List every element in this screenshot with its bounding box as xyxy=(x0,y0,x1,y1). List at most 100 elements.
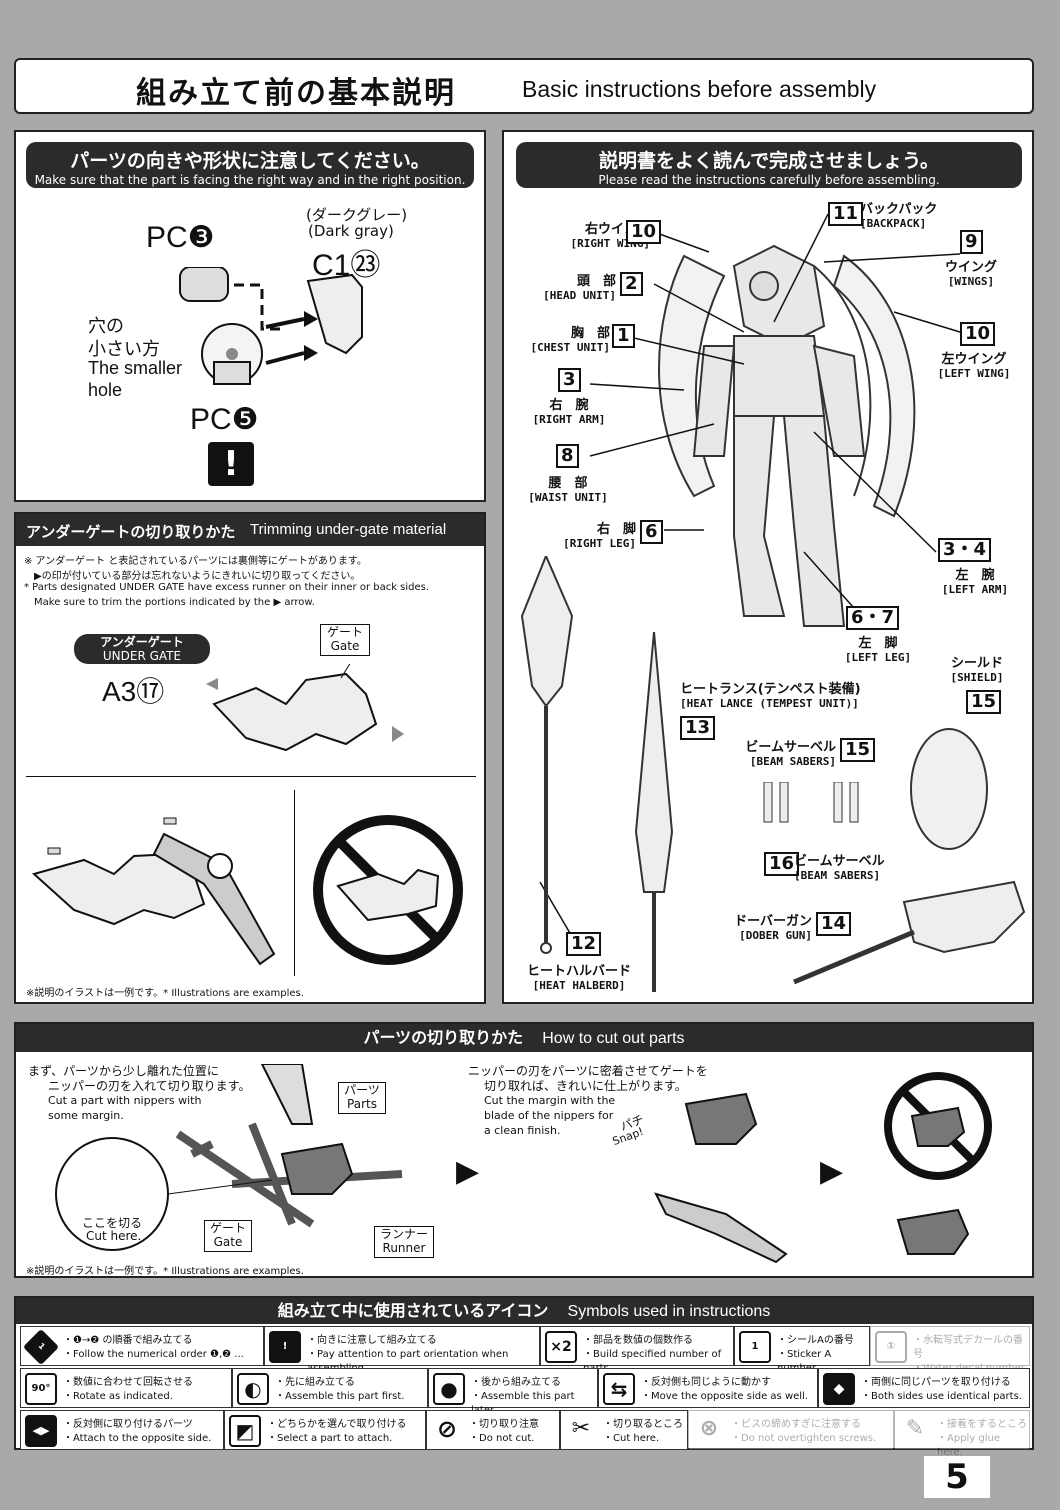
num-chest-unit: 1 xyxy=(612,324,635,348)
label-chest-unit: 胸 部 [CHEST UNIT] xyxy=(518,322,610,354)
symbol-attach-opposite: ◀▶ ・反対側に取り付けるパーツ・Attach to the opposite … xyxy=(20,1410,224,1450)
hole-jp-1: 穴の xyxy=(88,316,124,337)
label-heat-lance-jp: ヒートランス(テンペスト装備) xyxy=(680,682,861,697)
label-beam-sabers-16: ビームサーベル [BEAM SABERS] xyxy=(794,850,885,882)
label-right-leg: 右 脚 [RIGHT LEG] xyxy=(550,518,636,550)
symbol-numerical-order: 1 ・❶→❷ の順番で組み立てる・Follow the numerical or… xyxy=(20,1326,264,1366)
symbol-multiply-jp: ・部品を数値の個数作る xyxy=(583,1335,693,1346)
step2-en-3: a clean finish. xyxy=(484,1124,561,1137)
symbol-screws: ⊗ ・ビスの締めすぎに注意する・Do not overtighten screw… xyxy=(688,1410,894,1450)
orientation-title-en: Make sure that the part is facing the ri… xyxy=(34,173,466,187)
attach-opposite-icon: ◀▶ xyxy=(25,1415,57,1447)
a3-label: A3⑰ xyxy=(102,676,165,707)
label-left-arm-en: [LEFT ARM] xyxy=(941,583,1009,596)
num-backpack: 11 xyxy=(828,202,864,226)
symbol-select-part-jp: ・どちらかを選んで取り付ける xyxy=(267,1419,407,1430)
label-heat-lance-en: [HEAT LANCE (TEMPEST UNIT)] xyxy=(680,697,859,710)
label-left-leg-en: [LEFT LEG] xyxy=(844,651,912,664)
label-shield-jp: シールド xyxy=(950,656,1003,671)
label-dober-gun: ドーバーガン [DOBER GUN] xyxy=(722,910,812,942)
symbol-move-opposite: ⇆ ・反対側も同じように動かす・Move the opposite side a… xyxy=(598,1368,818,1408)
under-gate-note-3: * Parts designated UNDER GATE have exces… xyxy=(24,582,430,593)
label-right-arm: 右 腕 [RIGHT ARM] xyxy=(524,394,614,426)
symbols-title-jp: 組み立て中に使用されているアイコン xyxy=(277,1301,549,1320)
symbol-both-sides: ◆ ・両側に同じパーツを取り付ける・Both sides use identic… xyxy=(818,1368,1030,1408)
num-shield: 15 xyxy=(966,690,1002,714)
cut-parts-title-en: How to cut out parts xyxy=(542,1030,685,1047)
label-right-leg-en: [RIGHT LEG] xyxy=(563,537,636,550)
under-gate-title: アンダーゲートの切り取りかた Trimming under-gate mater… xyxy=(16,514,484,546)
label-shield-en: [SHIELD] xyxy=(950,671,1004,684)
assemble-first-icon: ◐ xyxy=(237,1373,269,1405)
pc3-label: PC❸ xyxy=(146,221,215,254)
symbol-do-not-cut: ⊘ ・切り取り注意・Do not cut. xyxy=(426,1410,560,1450)
under-gate-title-en: Trimming under-gate material xyxy=(250,521,447,538)
label-right-arm-en: [RIGHT ARM] xyxy=(532,413,606,426)
do-not-cut-icon: ⊘ xyxy=(436,1415,458,1443)
symbol-attach-opposite-en: ・Attach to the opposite side. xyxy=(63,1433,212,1444)
num-heat-lance: 13 xyxy=(680,716,716,740)
label-right-leg-jp: 右 脚 xyxy=(596,522,636,537)
polycap-illustration xyxy=(179,267,363,365)
nipper-cutting-illustration xyxy=(31,817,276,966)
under-gate-panel: アンダーゲートの切り取りかた Trimming under-gate mater… xyxy=(14,512,486,1004)
label-left-wing: 左ウイング [LEFT WING] xyxy=(924,348,1024,380)
overview-panel: 説明書をよく読んで完成させましょう。 Please read the instr… xyxy=(502,130,1034,1004)
step1-en-1: Cut a part with nippers with xyxy=(48,1094,202,1107)
num-wings: 9 xyxy=(960,230,983,254)
num-head-unit: 2 xyxy=(620,272,643,296)
label-backpack-jp: バックパック xyxy=(860,202,938,217)
label-right-arm-jp: 右 腕 xyxy=(549,398,589,413)
label-head-unit-en: [HEAD UNIT] xyxy=(543,289,616,302)
cut-step2-illustration xyxy=(654,1092,788,1264)
symbol-assemble-first-jp: ・先に組み立てる xyxy=(275,1377,355,1388)
step1-jp-1: まず、パーツから少し離れた位置に xyxy=(28,1064,219,1078)
num-right-leg: 6 xyxy=(640,520,663,544)
under-gate-badge: アンダーゲート UNDER GATE xyxy=(74,634,210,664)
symbol-assemble-first: ◐ ・先に組み立てる・Assemble this part first. xyxy=(232,1368,428,1408)
overview-title: 説明書をよく読んで完成させましょう。 Please read the instr… xyxy=(516,142,1022,188)
label-left-arm: 左 腕 [LEFT ARM] xyxy=(930,564,1020,596)
hole-jp-2: 小さい方 xyxy=(88,339,160,360)
symbol-assemble-later-jp: ・後から組み立てる xyxy=(471,1377,561,1388)
symbol-attach-opposite-jp: ・反対側に取り付けるパーツ xyxy=(63,1419,193,1430)
label-backpack: バックパック [BACKPACK] xyxy=(860,198,937,230)
label-beam-sabers-15: ビームサーベル [BEAM SABERS] xyxy=(728,736,836,768)
symbol-orientation-jp: ・向きに注意して組み立てる xyxy=(307,1335,437,1346)
under-gate-badge-jp: アンダーゲート xyxy=(100,635,184,649)
step2-jp-1: ニッパーの刃をパーツに密着させてゲートを xyxy=(468,1064,708,1078)
under-gate-note-1: ※ アンダーゲート と表記されているパーツには裏側等にゲートがあります。 xyxy=(24,556,367,567)
panel2-divider-v xyxy=(294,790,295,976)
step2-en-1: Cut the margin with the xyxy=(484,1094,616,1107)
symbol-assemble-later: ● ・後から組み立てる・Assemble this part later. xyxy=(428,1368,598,1416)
both-sides-icon: ◆ xyxy=(823,1373,855,1405)
step-arrow-1-icon: ▶ xyxy=(456,1154,480,1189)
under-gate-note-4: Make sure to trim the portions indicated… xyxy=(34,597,315,608)
symbol-move-opposite-en: ・Move the opposite side as well. xyxy=(641,1391,809,1402)
beam-sabers-illustration xyxy=(763,782,859,823)
parts-label-jp: パーツ xyxy=(344,1083,380,1097)
polycap-pc5-illustration xyxy=(201,323,263,385)
gate-label-en: Gate xyxy=(330,639,360,653)
symbols-panel: 組み立て中に使用されているアイコン Symbols used in instru… xyxy=(14,1296,1034,1458)
parts-label-en: Parts xyxy=(347,1097,377,1111)
symbols-title: 組み立て中に使用されているアイコン Symbols used in instru… xyxy=(16,1298,1032,1324)
orientation-title: パーツの向きや形状に注意してください。 Make sure that the p… xyxy=(26,142,474,188)
attention-icon: ! xyxy=(269,1331,301,1363)
gate-box-step1-jp: ゲート xyxy=(209,1221,246,1235)
symbol-screws-en: ・Do not overtighten screws. xyxy=(731,1433,877,1444)
hole-en-2: hole xyxy=(88,380,123,400)
label-wings-en: [WINGS] xyxy=(947,275,995,288)
symbol-move-opposite-jp: ・反対側も同じように動かす xyxy=(641,1377,771,1388)
cut-here-icon: ✂ xyxy=(571,1416,591,1441)
symbol-rotate-jp: ・数値に合わせて回転させる xyxy=(63,1377,193,1388)
dark-gray-en: (Dark gray) xyxy=(308,222,394,240)
symbol-glue-en: ・Apply glue here. xyxy=(937,1433,1001,1458)
symbol-multiply: ×2 ・部品を数値の個数作る・Build specified number of… xyxy=(540,1326,734,1374)
label-head-unit-jp: 頭 部 xyxy=(576,274,616,289)
symbol-numerical-order-jp: ・❶→❷ の順番で組み立てる xyxy=(63,1335,193,1346)
cut-parts-panel: パーツの切り取りかた How to cut out parts まず、パーツから… xyxy=(14,1022,1034,1278)
gate-label-box: ゲート Gate xyxy=(320,624,370,656)
num-right-wing: 10 xyxy=(626,220,662,244)
under-gate-badge-en: UNDER GATE xyxy=(102,649,182,663)
